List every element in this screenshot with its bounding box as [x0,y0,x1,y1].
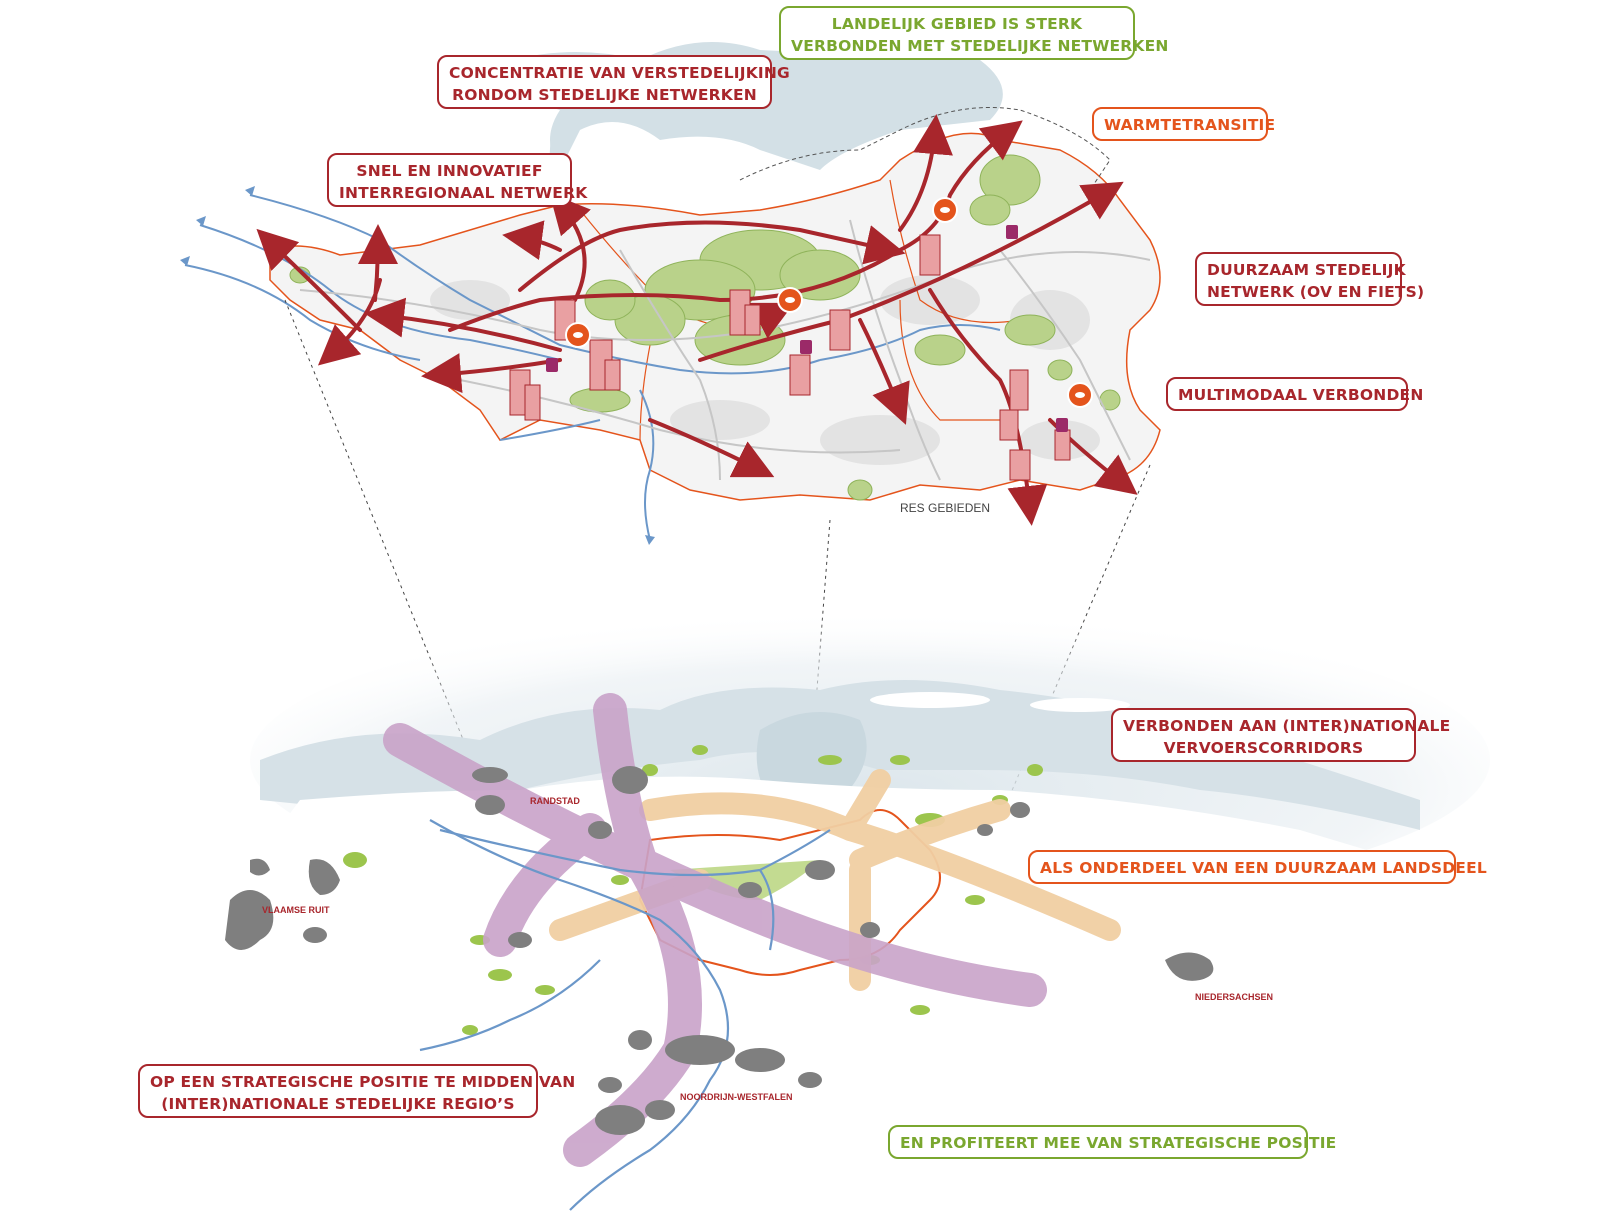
label-strategische-positie: OP EEN STRATEGISCHE POSITIE TE MIDDEN VA… [138,1064,575,1118]
label-profiteert: EN PROFITEERT MEE VAN STRATEGISCHE POSIT… [888,1125,1336,1159]
gelderland-outline [638,809,941,976]
label-verbonden: VERBONDEN AAN (INTER)NATIONALE VERVOERSC… [1111,708,1450,762]
label-snel-innovatief: SNEL EN INNOVATIEF INTERREGIONAAL NETWER… [327,153,587,207]
label-multimodaal: MULTIMODAAL VERBONDEN [1166,377,1423,411]
label-concentratie: CONCENTRATIE VAN VERSTEDELIJKING RONDOM … [437,55,790,109]
label-randstad: RANDSTAD [530,796,580,806]
city-clusters [509,234,1071,481]
label-duurzaam-stedelijk: DUURZAAM STEDELIJK NETWERK (OV EN FIETS) [1195,252,1424,306]
label-vlaamse-ruit: VLAAMSE RUIT [262,905,330,915]
label-noordrijn: NOORDRIJN-WESTFALEN [680,1092,793,1102]
bus-icons [546,225,1068,432]
label-als-onderdeel: ALS ONDERDEEL VAN EEN DUURZAAM LANDSDEEL [1028,850,1487,884]
label-niedersachsen: NIEDERSACHSEN [1195,992,1273,1002]
label-landelijk-gebied: LANDELIJK GEBIED IS STERK VERBONDEN MET … [779,6,1168,60]
label-res-gebieden: RES GEBIEDEN [900,501,990,515]
label-warmtetransitie: WARMTETRANSITIE [1092,107,1275,141]
